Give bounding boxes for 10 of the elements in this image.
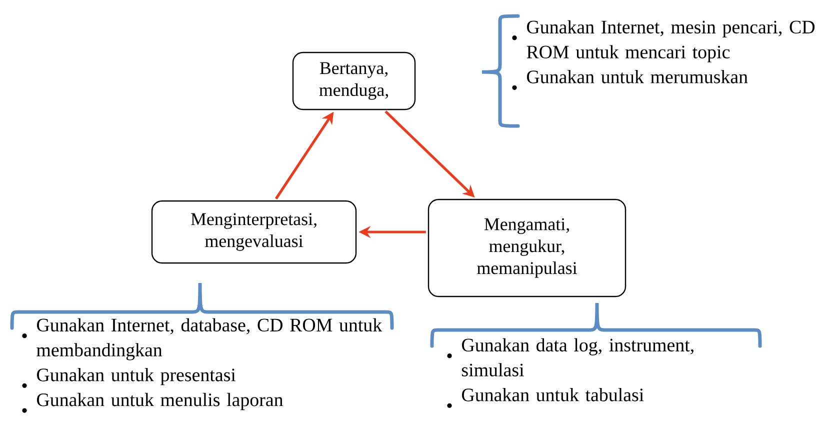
bullet-item: Gunakan data log, instrument, simulasi xyxy=(447,338,694,376)
bullet-item: Gunakan Internet, mesin pencari, CD ROM untuk mencari topic xyxy=(512,20,815,62)
bullet-item: Gunakan untuk presentasi xyxy=(22,368,236,388)
bullet-item: Gunakan untuk tabulasi xyxy=(447,388,644,408)
process-box: Mengamati, mengukur, memanipulasi xyxy=(428,198,626,298)
process-box: Menginterpretasi, mengevaluasi xyxy=(151,200,357,264)
process-box: Bertanya, menduga, xyxy=(292,52,416,110)
bullet-item: Gunakan untuk menulis laporan xyxy=(22,392,283,413)
bullet-item: Gunakan Internet, database, CD ROM untuk membandingkan xyxy=(22,318,382,360)
bullet-item: Gunakan untuk merumuskan xyxy=(512,70,748,90)
